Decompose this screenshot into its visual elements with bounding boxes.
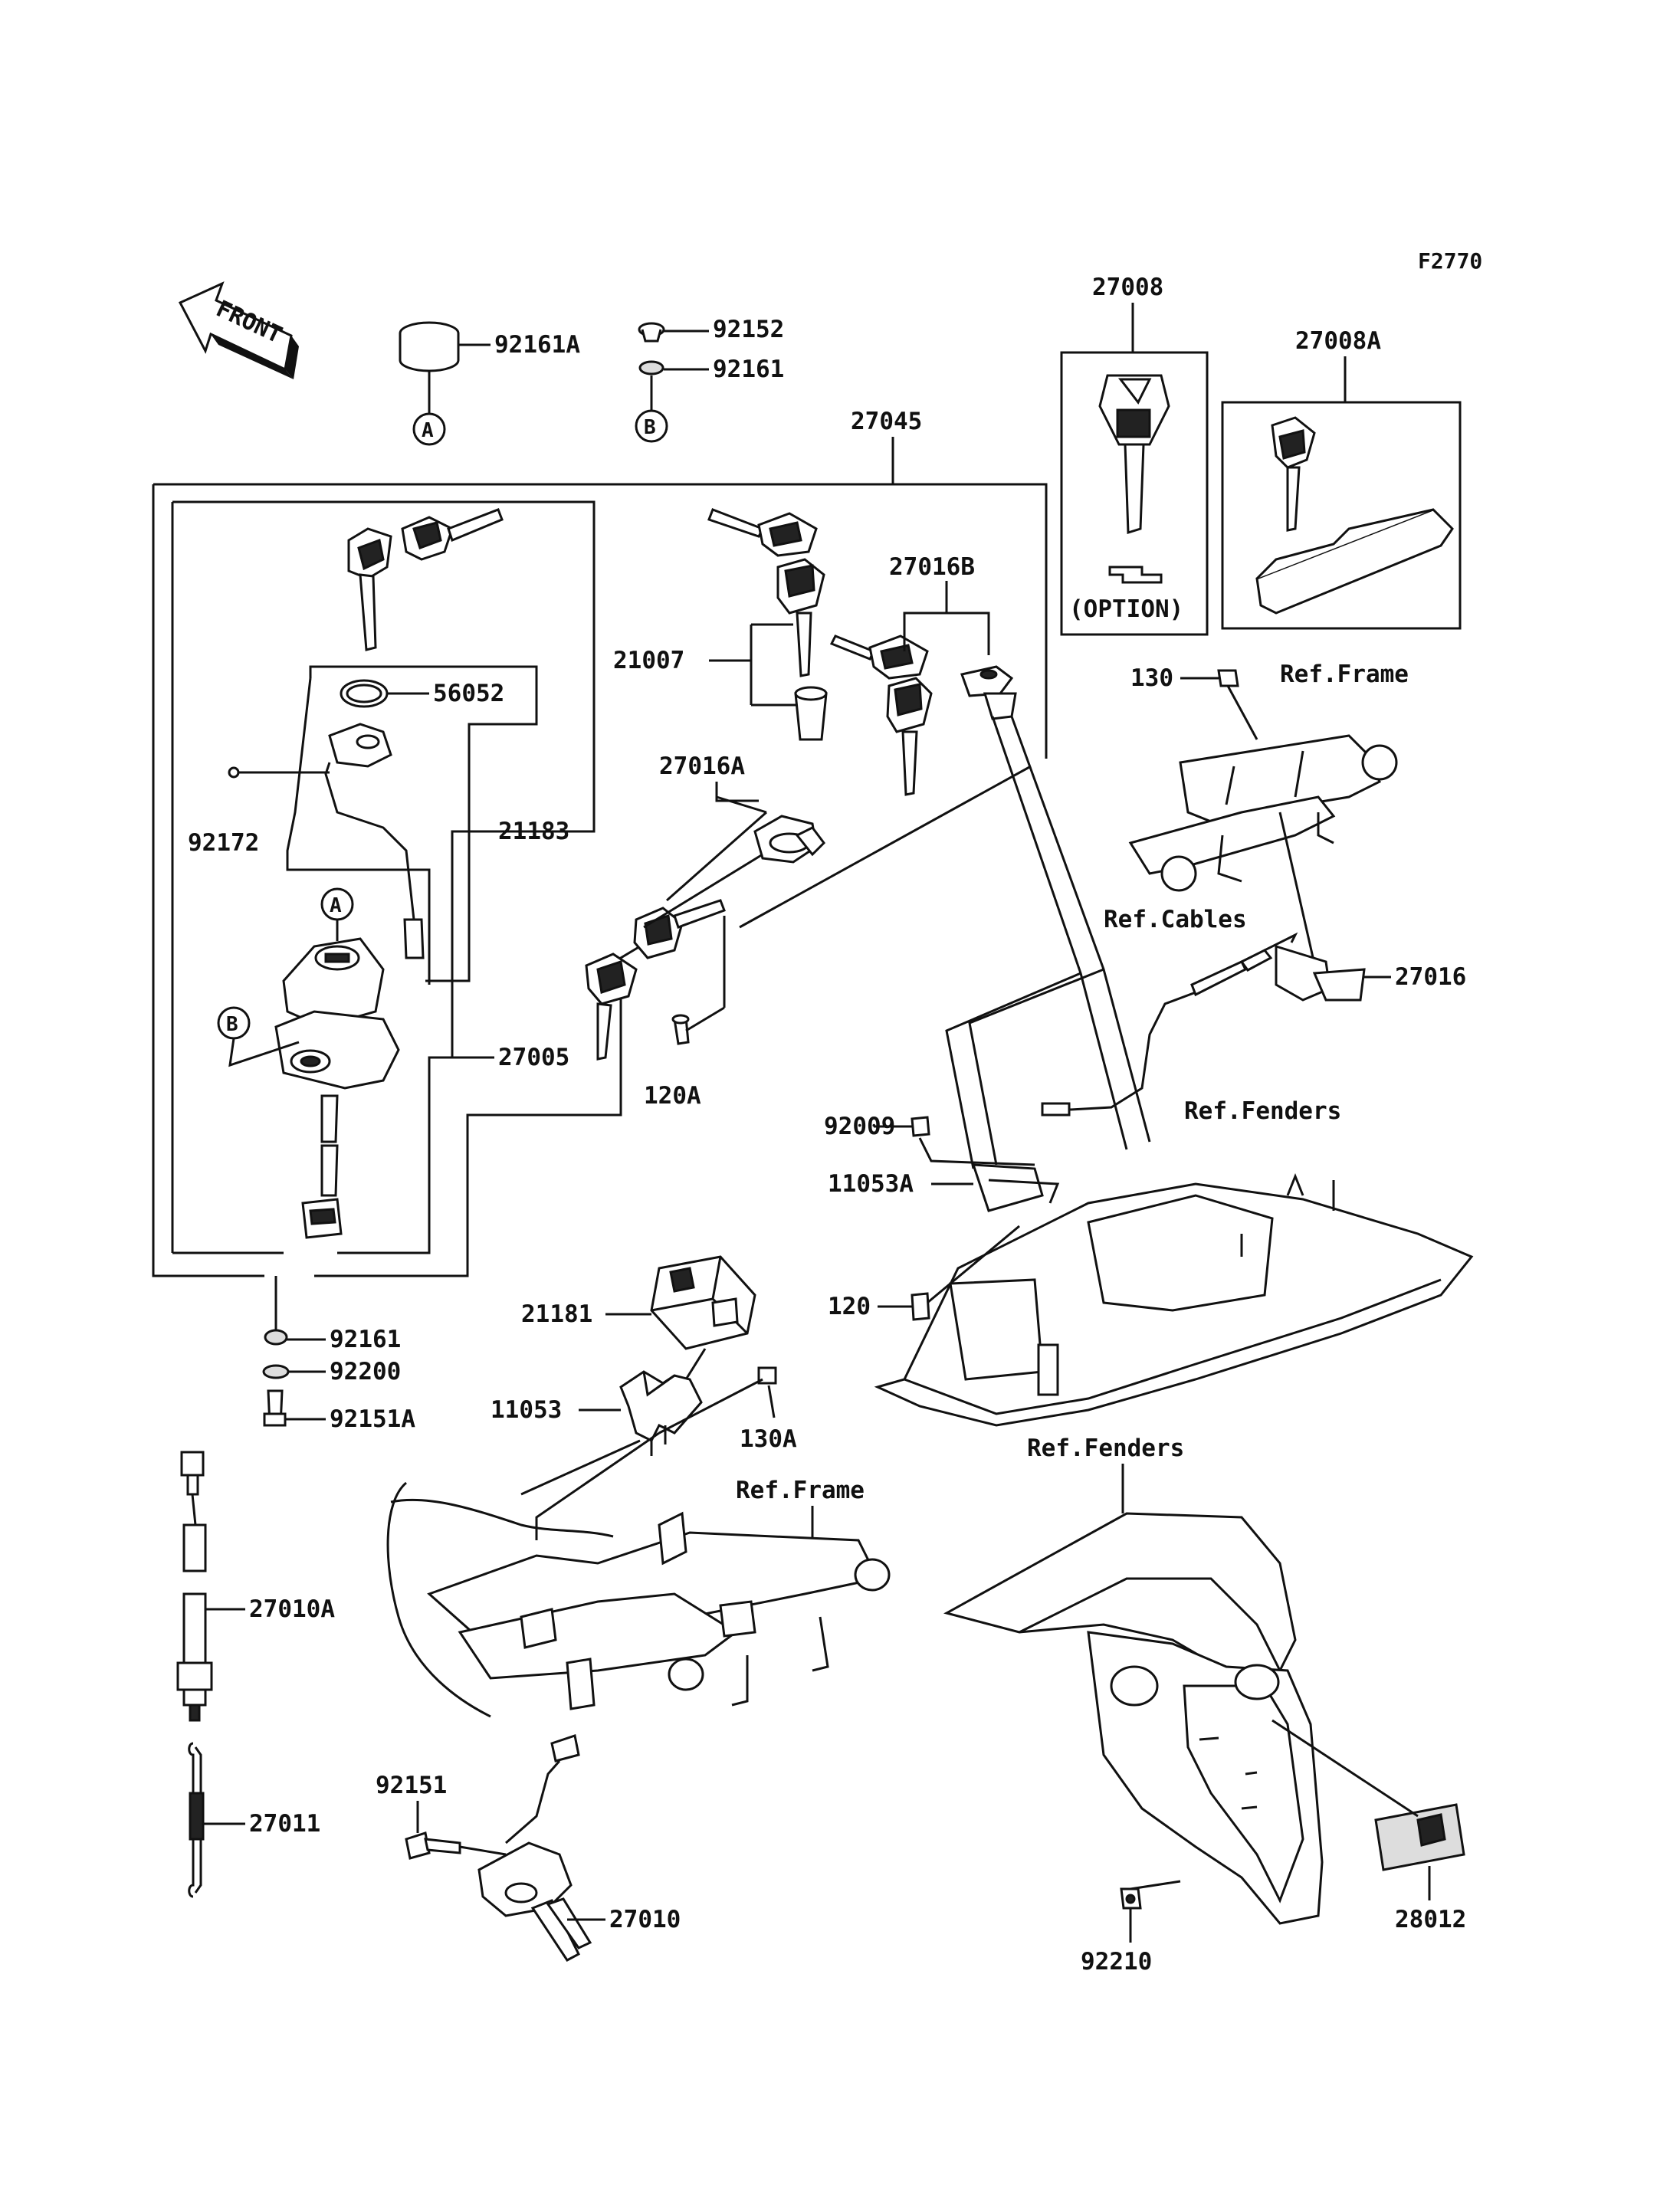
washer-92200 [262, 1364, 326, 1379]
nut-92210 [1120, 1880, 1181, 1943]
relay-21181 [605, 1255, 756, 1350]
washer-92161-bottom [264, 1329, 326, 1346]
ref-fenders-upper: Ref.Fenders [1184, 1097, 1341, 1125]
callout-b-box-label: B [226, 1013, 238, 1036]
label-120A: 120A [644, 1082, 701, 1110]
cable-lock [1041, 932, 1366, 1117]
label-11053A: 11053A [828, 1170, 914, 1198]
option-label: (OPTION) [1069, 595, 1183, 623]
switch-27010 [477, 1734, 605, 1962]
cap-92152 [638, 322, 709, 343]
label-21007: 21007 [613, 647, 684, 674]
callout-b-top: B [635, 409, 668, 443]
keys-27016B [829, 635, 1017, 796]
collar-92161A [399, 321, 491, 414]
ref-fenders-lower: Ref.Fenders [1027, 1435, 1184, 1462]
label-21181: 21181 [521, 1300, 592, 1328]
label-28012: 28012 [1395, 1906, 1466, 1933]
key-27008A [1255, 416, 1454, 615]
reflector-28012 [1271, 1719, 1465, 1900]
label-92200: 92200 [330, 1358, 401, 1385]
box-27008A [1221, 401, 1462, 630]
label-56052: 56052 [433, 680, 504, 707]
label-27016: 27016 [1395, 963, 1466, 991]
label-27008A: 27008A [1295, 327, 1381, 355]
label-11053: 11053 [491, 1396, 562, 1424]
label-92151A: 92151A [330, 1405, 415, 1433]
label-27010: 27010 [609, 1906, 681, 1933]
label-27016A: 27016A [659, 753, 745, 780]
label-92210: 92210 [1081, 1948, 1152, 1976]
washer-92161-top [638, 360, 709, 410]
keys-pair-top-left [347, 508, 504, 651]
label-27008: 27008 [1092, 274, 1163, 301]
ring-56052 [340, 679, 429, 708]
ignition-switch-27005 [274, 937, 400, 1239]
bracket-11053 [579, 1370, 703, 1456]
bolt-130 [1180, 669, 1258, 740]
callout-b-box: B [217, 1006, 300, 1067]
label-27010A: 27010A [249, 1595, 335, 1623]
bolt-92151A [263, 1389, 326, 1427]
frame-upper [1128, 734, 1398, 892]
screw-120 [878, 1292, 930, 1321]
figure-code: F2770 [1418, 248, 1482, 274]
label-27005: 27005 [498, 1044, 569, 1071]
set-frame-27005 [172, 500, 596, 1254]
bracket-11053A [931, 1163, 1060, 1212]
bracket-56052 [309, 665, 538, 982]
label-92161-bottom: 92161 [330, 1326, 401, 1353]
fender-upper [874, 1172, 1474, 1427]
bolt-130A [658, 1366, 777, 1435]
box-27008 [1060, 351, 1209, 636]
callout-a-top-label: A [422, 419, 434, 442]
label-120: 120 [828, 1293, 871, 1320]
ref-frame-upper: Ref.Frame [1280, 661, 1409, 688]
callout-b-top-label: B [644, 416, 656, 439]
switch-27010A [176, 1451, 245, 1722]
label-130: 130 [1130, 664, 1173, 692]
set-frame-27045 [152, 483, 1048, 1277]
label-92161-top: 92161 [713, 356, 784, 383]
keys-21007 [707, 508, 828, 741]
callout-a-top: A [412, 412, 446, 446]
label-27045: 27045 [851, 408, 922, 435]
bolt-92151 [405, 1801, 507, 1860]
label-27011: 27011 [249, 1810, 320, 1838]
key-27008 [1098, 374, 1170, 584]
label-92009: 92009 [824, 1113, 895, 1140]
ref-cables: Ref.Cables [1104, 906, 1247, 933]
fender-lower [943, 1512, 1324, 1925]
keys-27016A [585, 815, 825, 1061]
switch-21183 [324, 723, 425, 959]
screw-120A [671, 916, 726, 1045]
frame-lower [386, 1481, 891, 1718]
spring-27011 [188, 1742, 245, 1898]
front-arrow-icon: FRONT [178, 281, 299, 379]
label-92172: 92172 [188, 829, 259, 857]
label-130A: 130A [740, 1425, 797, 1453]
label-21183: 21183 [498, 818, 569, 845]
callout-a-box-label: A [330, 894, 342, 917]
label-27016B: 27016B [889, 553, 975, 581]
label-92152: 92152 [713, 316, 784, 343]
ref-frame-lower: Ref.Frame [736, 1477, 865, 1504]
label-92161A: 92161A [494, 331, 580, 359]
label-92151: 92151 [376, 1772, 447, 1799]
callout-a-box: A [320, 887, 354, 941]
screw-92009 [874, 1116, 1035, 1166]
